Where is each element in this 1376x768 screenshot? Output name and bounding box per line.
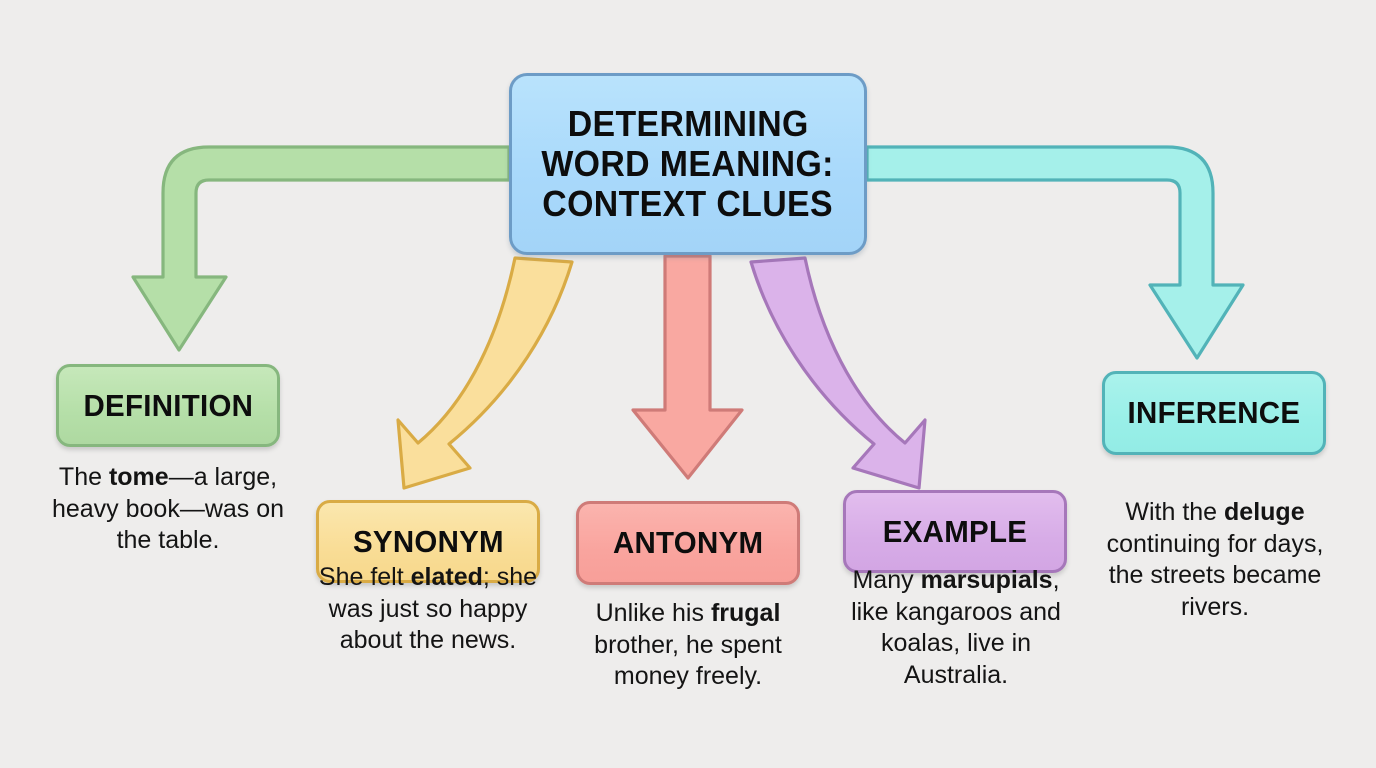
- caption-inference: With the deluge continuing for days, the…: [1093, 497, 1337, 623]
- category-box-inference[interactable]: INFERENCE: [1102, 371, 1326, 455]
- caption-example-suffix: , like kangaroos and koalas, live in Aus…: [851, 566, 1061, 689]
- category-box-synonym[interactable]: SYNONYM: [316, 500, 540, 583]
- caption-antonym-prefix: Unlike his: [595, 599, 711, 627]
- arrow-example: [749, 256, 927, 490]
- category-label-definition: DEFINITION: [83, 387, 253, 423]
- caption-antonym-keyword: frugal: [710, 599, 781, 627]
- caption-synonym-keyword: elated: [410, 563, 483, 591]
- caption-example-keyword: marsupials: [920, 566, 1053, 594]
- category-box-definition[interactable]: DEFINITION: [56, 364, 280, 447]
- page-title: DETERMINING WORD MEANING: CONTEXT CLUES: [509, 73, 867, 255]
- caption-definition: The tome—a large, heavy book—was on the …: [36, 462, 300, 557]
- category-label-synonym: SYNONYM: [352, 523, 504, 559]
- category-label-example: EXAMPLE: [882, 513, 1028, 549]
- title-line-3: CONTEXT CLUES: [542, 183, 834, 225]
- caption-antonym: Unlike his frugal brother, he spent mone…: [565, 598, 811, 693]
- caption-inference-prefix: With the: [1125, 498, 1225, 526]
- caption-antonym-suffix: brother, he spent money freely.: [594, 630, 782, 691]
- arrow-definition: [131, 145, 511, 352]
- caption-inference-suffix: continuing for days, the streets became …: [1106, 529, 1324, 621]
- category-label-antonym: ANTONYM: [612, 525, 764, 560]
- title-line-2: WORD MEANING:: [541, 142, 835, 184]
- category-label-inference: INFERENCE: [1127, 395, 1301, 430]
- category-box-antonym[interactable]: ANTONYM: [576, 501, 800, 585]
- caption-definition-prefix: The: [58, 463, 109, 491]
- caption-definition-suffix: —a large, heavy book—was on the table.: [51, 463, 285, 554]
- caption-inference-keyword: deluge: [1224, 498, 1305, 526]
- category-box-example[interactable]: EXAMPLE: [843, 490, 1067, 573]
- arrow-synonym: [396, 256, 574, 490]
- caption-synonym-suffix: ; she was just so happy about the news.: [328, 563, 538, 654]
- arrow-inference: [865, 145, 1245, 360]
- caption-synonym-prefix: She felt: [318, 563, 411, 591]
- caption-synonym: She felt elated; she was just so happy a…: [305, 562, 551, 657]
- title-line-1: DETERMINING: [567, 102, 809, 144]
- caption-example-prefix: Many: [852, 566, 921, 594]
- caption-example: Many marsupials, like kangaroos and koal…: [833, 565, 1079, 691]
- caption-definition-keyword: tome: [108, 463, 169, 491]
- arrow-antonym: [631, 254, 744, 480]
